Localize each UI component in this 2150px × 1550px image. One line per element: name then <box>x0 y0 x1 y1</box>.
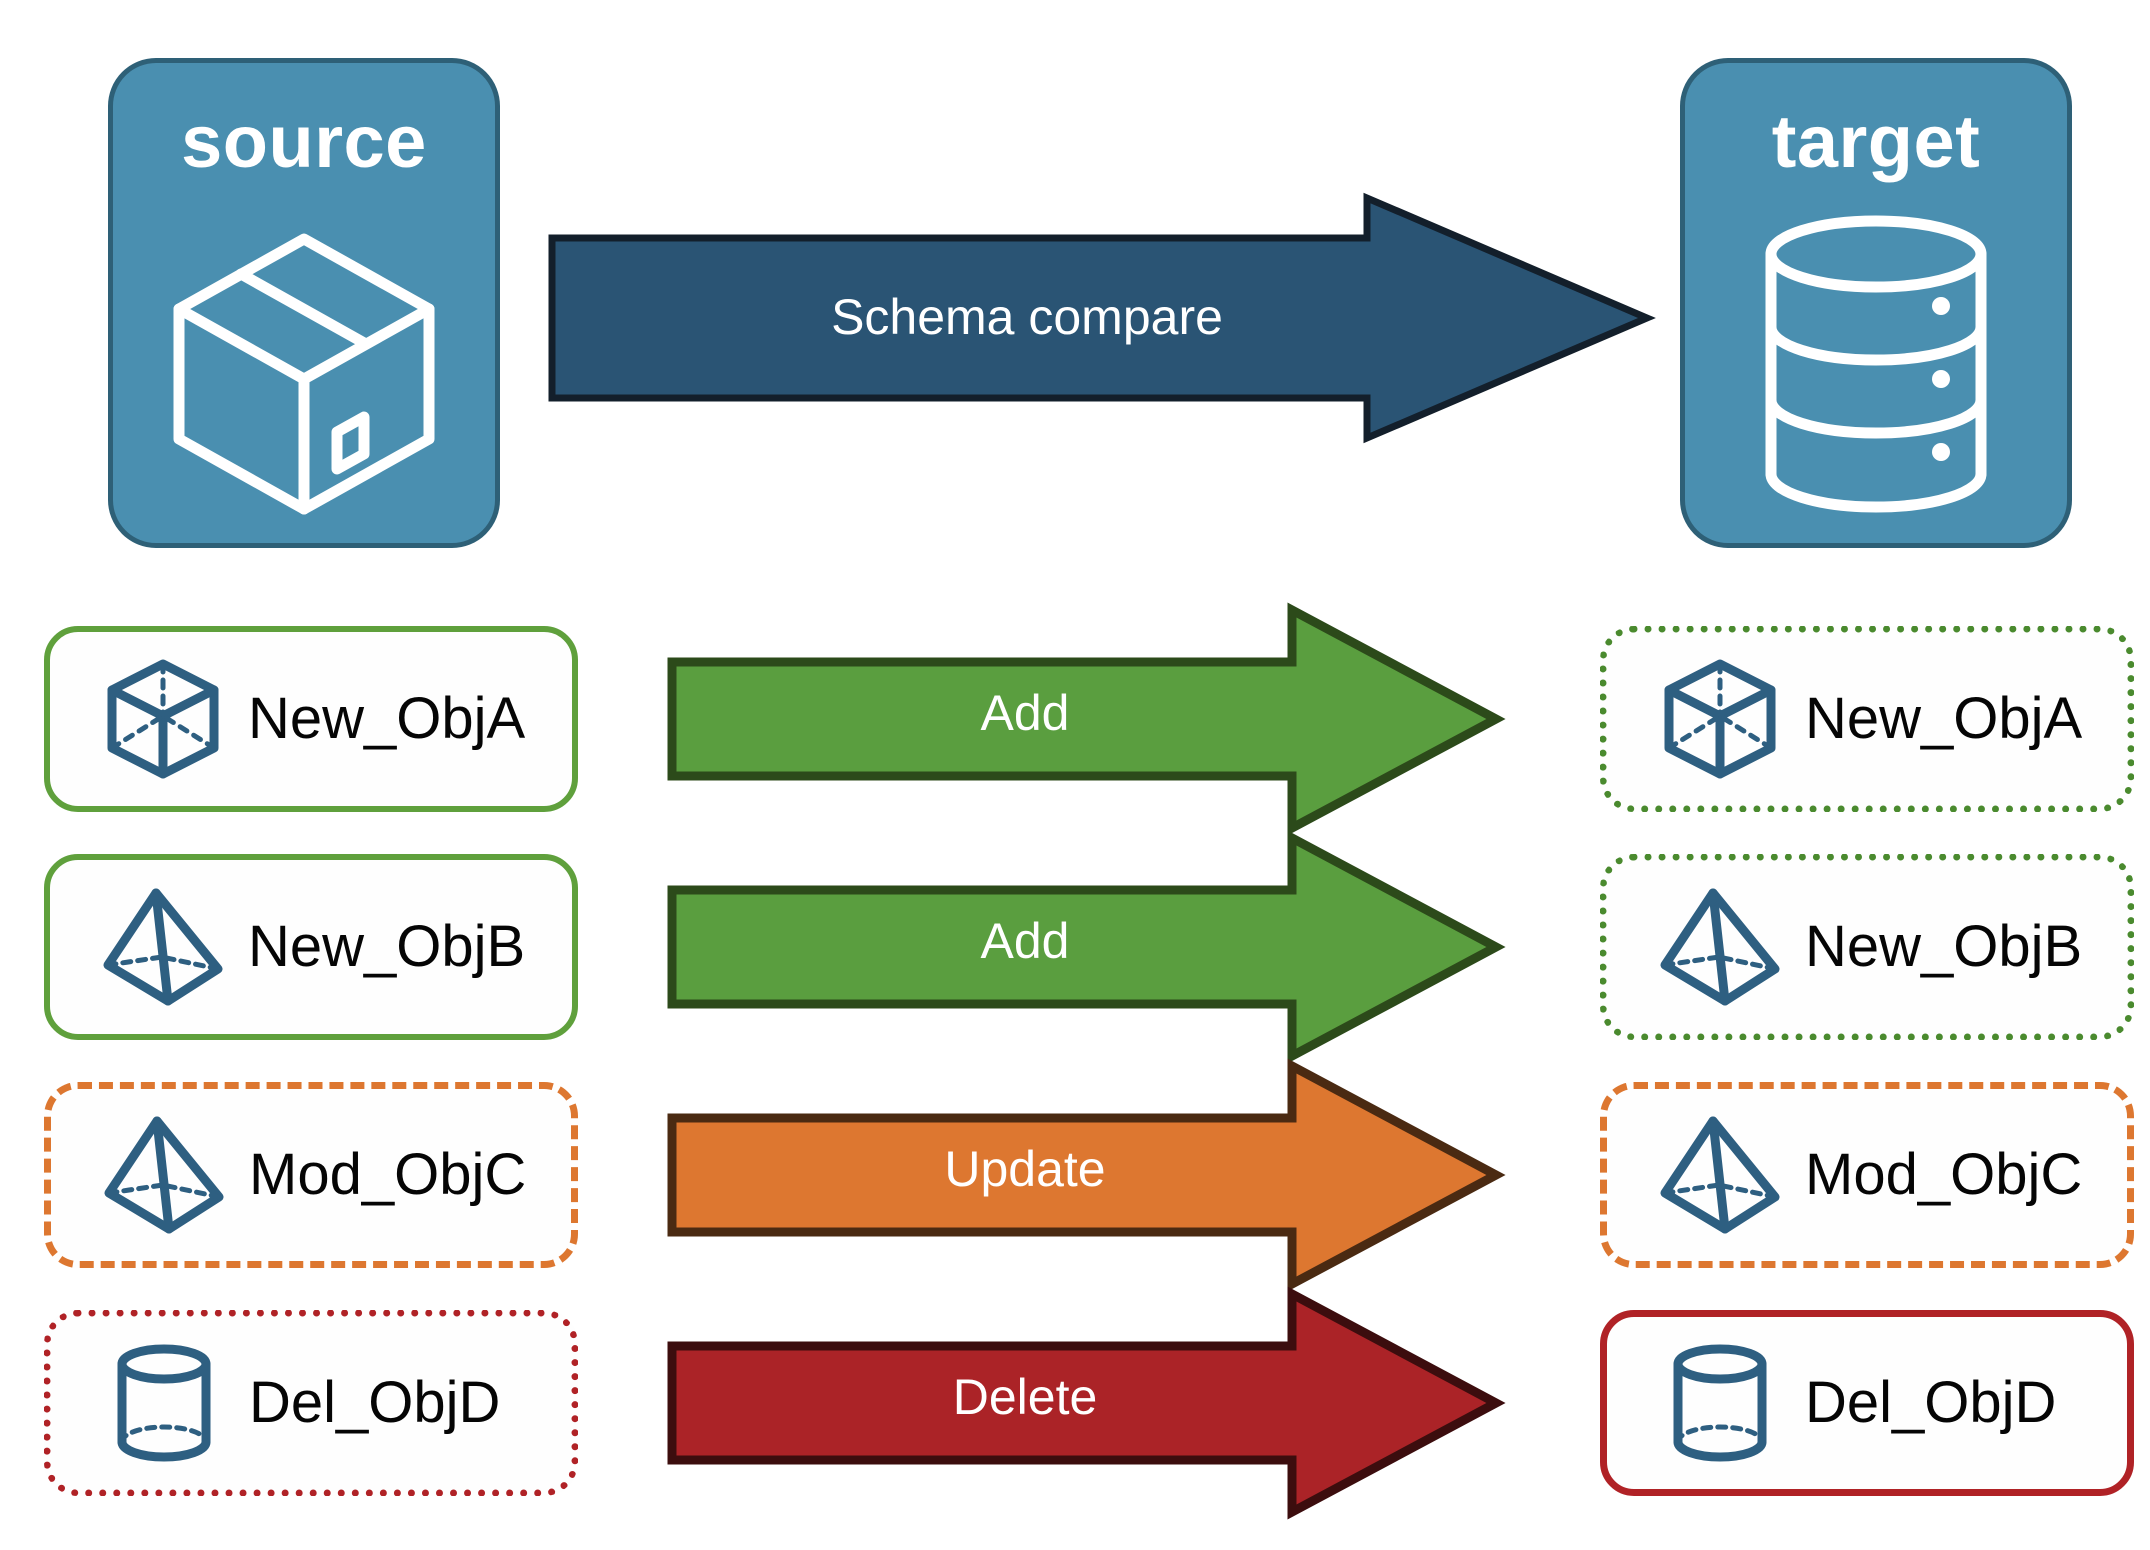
compare-row: Mod_ObjC Update Mod_ObjC <box>0 1058 2150 1292</box>
wireframe-pyramid-icon <box>1659 886 1781 1008</box>
source-object-label: Del_ObjD <box>249 1370 501 1435</box>
source-object-card[interactable]: New_ObjB <box>44 854 578 1040</box>
source-object-label: Mod_ObjC <box>249 1142 527 1207</box>
source-object-label: New_ObjB <box>248 914 526 979</box>
source-title: source <box>181 100 427 183</box>
source-object-card[interactable]: Mod_ObjC <box>44 1082 578 1268</box>
action-arrow-label: Add <box>980 685 1070 741</box>
source-object-card[interactable]: New_ObjA <box>44 626 578 812</box>
action-arrow-add[interactable]: Add <box>667 830 1506 1064</box>
target-object-card[interactable]: New_ObjB <box>1600 854 2134 1040</box>
schema-compare-arrow[interactable]: Schema compare <box>548 192 1656 444</box>
target-object-card[interactable]: New_ObjA <box>1600 626 2134 812</box>
wireframe-cube-icon <box>102 658 224 780</box>
target-endpoint-card[interactable]: target <box>1680 58 2072 548</box>
source-object-card[interactable]: Del_ObjD <box>44 1310 578 1496</box>
action-arrow-add[interactable]: Add <box>667 602 1506 836</box>
compare-row: Del_ObjD Delete Del_ObjD <box>0 1286 2150 1520</box>
action-arrow-label: Update <box>944 1141 1106 1197</box>
wireframe-cylinder-icon <box>103 1342 225 1464</box>
action-arrow-update[interactable]: Update <box>667 1058 1506 1292</box>
compare-row: New_ObjB Add New_ObjB <box>0 830 2150 1064</box>
wireframe-cylinder-icon <box>1659 1342 1781 1464</box>
wireframe-pyramid-icon <box>1659 1114 1781 1236</box>
action-arrow-label: Delete <box>952 1369 1098 1425</box>
wireframe-cube-icon <box>1659 658 1781 780</box>
action-arrow-label: Add <box>980 913 1070 969</box>
schema-compare-label: Schema compare <box>831 289 1223 345</box>
package-box-icon <box>113 185 495 543</box>
target-object-label: New_ObjB <box>1805 914 2083 979</box>
wireframe-pyramid-icon <box>103 1114 225 1236</box>
target-title: target <box>1771 100 1981 183</box>
target-object-label: New_ObjA <box>1805 686 2083 751</box>
source-object-label: New_ObjA <box>248 686 526 751</box>
target-object-card[interactable]: Mod_ObjC <box>1600 1082 2134 1268</box>
action-arrow-delete[interactable]: Delete <box>667 1286 1506 1520</box>
compare-row: New_ObjA Add New_ <box>0 602 2150 836</box>
database-cylinder-icon <box>1685 185 2067 543</box>
source-endpoint-card[interactable]: source <box>108 58 500 548</box>
target-object-card[interactable]: Del_ObjD <box>1600 1310 2134 1496</box>
target-object-label: Del_ObjD <box>1805 1370 2057 1435</box>
target-object-label: Mod_ObjC <box>1805 1142 2083 1207</box>
wireframe-pyramid-icon <box>102 886 224 1008</box>
